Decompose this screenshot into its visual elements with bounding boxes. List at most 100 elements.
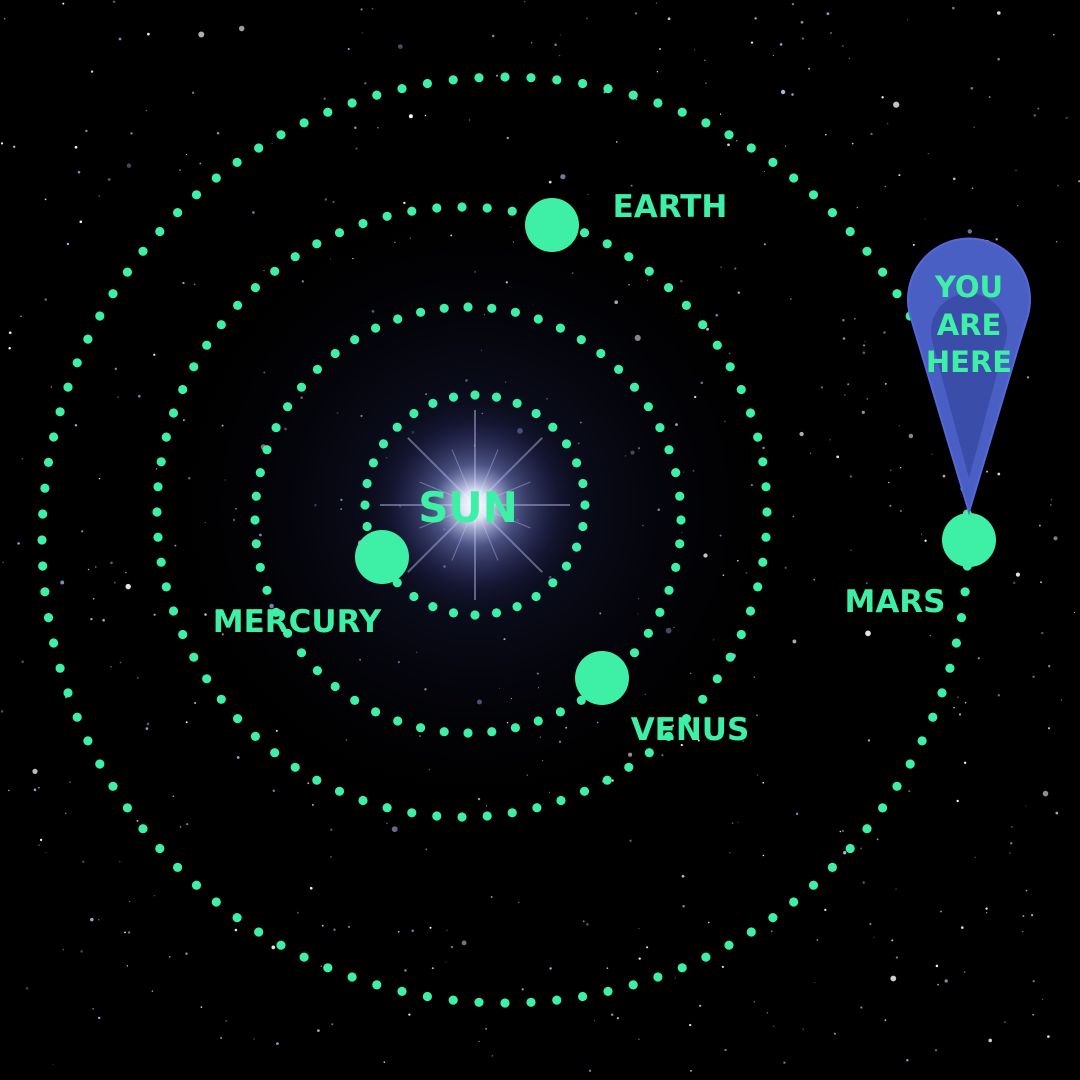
star [634, 12, 638, 15]
star [110, 561, 113, 565]
orbit-dot [552, 995, 562, 1005]
star [1015, 572, 1020, 577]
star [898, 425, 900, 427]
orbit-dot [482, 811, 492, 821]
star [737, 821, 739, 823]
star [844, 394, 846, 396]
star [791, 2, 795, 6]
star [216, 131, 220, 135]
star [729, 718, 732, 721]
star [593, 1020, 596, 1022]
orbit-dot [681, 300, 692, 310]
star [826, 12, 830, 16]
star [81, 860, 85, 863]
orbit-dot [122, 803, 132, 813]
orbit-dot [746, 927, 756, 937]
star [271, 143, 273, 144]
star [890, 469, 892, 471]
orbit-dot [347, 972, 357, 982]
orbit-dot [271, 607, 281, 618]
star [127, 931, 131, 934]
orbit-venus [250, 302, 686, 738]
star [971, 187, 974, 190]
orbit-dot [671, 562, 681, 573]
orbit-dot [677, 107, 687, 117]
orbit-dot [510, 307, 520, 317]
star [865, 630, 871, 637]
star [185, 952, 188, 956]
orbit-dot [960, 587, 970, 597]
orbit-dot [725, 362, 735, 372]
orbit-dot [178, 629, 188, 640]
star [1055, 241, 1058, 243]
orbit-dot [40, 483, 50, 493]
star [921, 533, 923, 535]
star [92, 598, 95, 600]
star [90, 70, 94, 73]
orbit-dot [827, 862, 838, 873]
orbit-dot [168, 408, 179, 418]
star [963, 971, 966, 973]
star [1060, 699, 1063, 701]
star [674, 977, 676, 979]
orbit-dot [892, 289, 902, 299]
star [988, 1038, 992, 1043]
star [731, 822, 734, 825]
star [124, 931, 126, 934]
orbit-dot [397, 986, 407, 997]
star [985, 912, 988, 914]
orbit-dot [701, 118, 711, 128]
star [829, 439, 831, 441]
star [908, 433, 914, 439]
star [234, 928, 238, 932]
star [898, 174, 901, 177]
star [151, 990, 154, 992]
orbit-dot [624, 252, 634, 262]
orbit-dot [698, 694, 708, 704]
star [74, 145, 78, 149]
star [707, 921, 710, 924]
sun-glow [355, 385, 595, 625]
star [753, 1001, 756, 1003]
orbit-dot [323, 107, 333, 117]
mercury-label: MERCURY [213, 604, 382, 640]
orbit-dot [758, 457, 768, 467]
star [867, 739, 871, 742]
star [756, 714, 758, 717]
orbit-dot [578, 521, 588, 532]
star [974, 856, 976, 858]
orbit-dot [49, 638, 59, 648]
star [446, 929, 448, 932]
orbit-dot [448, 392, 459, 402]
star [347, 47, 350, 51]
star [554, 43, 557, 46]
star [772, 54, 775, 57]
star [398, 931, 400, 933]
star [523, 0, 526, 3]
star [931, 453, 933, 455]
orbit-dot [789, 897, 799, 907]
orbit-dot [746, 143, 756, 153]
orbit-dot [712, 674, 722, 684]
star [1050, 498, 1053, 501]
star [742, 740, 744, 742]
star [869, 923, 872, 926]
star [1027, 376, 1030, 379]
star [907, 19, 909, 21]
star [973, 126, 975, 128]
orbit-dot [393, 716, 403, 726]
star [1042, 998, 1044, 1001]
orbit-dot [211, 173, 221, 183]
star [963, 761, 967, 765]
star [69, 781, 71, 783]
star [854, 317, 856, 320]
star [833, 1032, 836, 1035]
star [783, 1061, 786, 1064]
star [924, 218, 926, 220]
star [391, 826, 398, 833]
star [309, 886, 313, 890]
star [843, 851, 847, 855]
star [884, 185, 887, 188]
orbit-dot [153, 482, 163, 492]
star [548, 180, 552, 184]
